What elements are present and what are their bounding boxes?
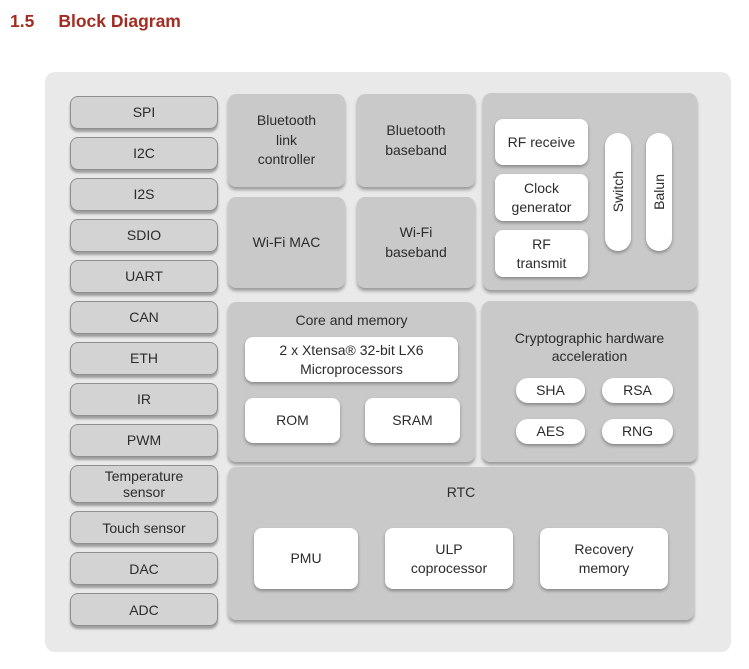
block-sha: SHA	[516, 378, 585, 403]
rf-section: RF receive Clock generator RF transmit S…	[483, 93, 697, 290]
block-eth: ETH	[70, 342, 218, 375]
balun-label: Balun	[650, 174, 667, 210]
block-can: CAN	[70, 301, 218, 334]
block-rf-transmit: RF transmit	[495, 230, 588, 277]
block-bluetooth-baseband: Bluetooth baseband	[357, 94, 475, 187]
block-sdio: SDIO	[70, 219, 218, 252]
block-pmu: PMU	[254, 528, 358, 589]
block-balun: Balun	[646, 133, 672, 251]
block-i2c: I2C	[70, 137, 218, 170]
block-rng: RNG	[602, 419, 673, 444]
block-wifi-mac: Wi-Fi MAC	[228, 197, 345, 288]
block-wifi-baseband: Wi-Fi baseband	[357, 197, 475, 288]
block-switch: Switch	[605, 133, 631, 251]
block-temperature-sensor: Temperature sensor	[70, 465, 218, 504]
block-sram: SRAM	[365, 398, 460, 443]
core-and-memory-title: Core and memory	[295, 312, 408, 328]
rtc-section: RTC PMU ULP coprocessor Recovery memory	[228, 467, 694, 620]
block-rsa: RSA	[602, 378, 673, 403]
block-clock-generator: Clock generator	[495, 174, 588, 221]
block-aes: AES	[516, 419, 585, 444]
core-and-memory-section: Core and memory 2 x Xtensa® 32-bit LX6 M…	[228, 302, 475, 462]
section-heading: 1.5 Block Diagram	[10, 11, 181, 32]
page-title: Block Diagram	[58, 11, 181, 31]
crypto-title: Cryptographic hardware acceleration	[514, 330, 665, 365]
block-touch-sensor: Touch sensor	[70, 511, 218, 545]
block-i2s: I2S	[70, 178, 218, 211]
crypto-section: Cryptographic hardware acceleration SHA …	[482, 301, 697, 462]
block-diagram: SPI I2C I2S SDIO UART CAN ETH IR PWM Tem…	[45, 72, 731, 652]
block-rf-receive: RF receive	[495, 119, 588, 165]
block-uart: UART	[70, 260, 218, 293]
rtc-title: RTC	[446, 484, 476, 500]
block-bluetooth-link-controller: Bluetooth link controller	[228, 94, 345, 187]
switch-label: Switch	[609, 171, 626, 213]
block-ir: IR	[70, 383, 218, 416]
block-recovery-memory: Recovery memory	[540, 528, 668, 589]
block-xtensa-microprocessors: 2 x Xtensa® 32-bit LX6 Microprocessors	[245, 337, 458, 382]
block-spi: SPI	[70, 96, 218, 129]
block-rom: ROM	[245, 398, 340, 443]
block-ulp-coprocessor: ULP coprocessor	[385, 528, 513, 589]
peripheral-column: SPI I2C I2S SDIO UART CAN ETH IR PWM Tem…	[70, 96, 218, 627]
block-adc: ADC	[70, 593, 218, 627]
block-dac: DAC	[70, 552, 218, 586]
section-number: 1.5	[10, 11, 35, 31]
block-pwm: PWM	[70, 424, 218, 457]
